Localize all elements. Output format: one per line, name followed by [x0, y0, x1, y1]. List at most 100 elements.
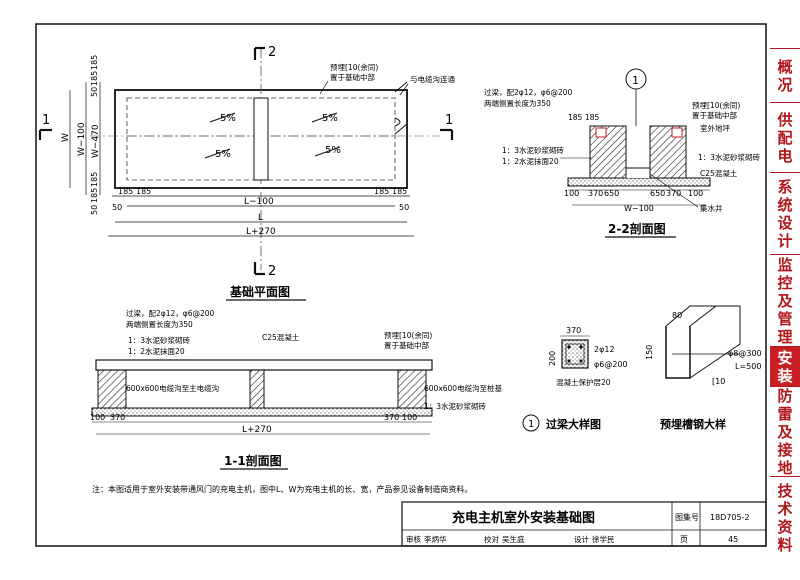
s22-left-wall: [589, 125, 627, 179]
channel-detail-title: 预埋槽钢大样: [660, 417, 726, 431]
chapter-tabs: 概况 供配电 系统设计 监控及管理 安装 防雷及接地 技术资料: [770, 48, 800, 558]
section-2-2: 1 过梁，配2φ12，φ6@200 两端侧置长度为350 185 185 预埋[…: [484, 68, 761, 238]
dim-left-w-470: W−470: [91, 124, 101, 158]
s11-dim: 100: [402, 413, 417, 422]
tab-label: 防雷及接地: [777, 386, 793, 477]
tab-label: 监控及管理: [777, 255, 793, 346]
s11-trench-l: 600x600电缆沟至主电缆沟: [126, 383, 219, 393]
s11-mortar2: 1：2水泥抹面20: [128, 346, 185, 356]
channel-dim-top: 80: [672, 311, 682, 320]
tab-lightning-protection[interactable]: 防雷及接地: [770, 386, 800, 477]
reviewer: 李炳华: [424, 534, 447, 544]
channel-dim-h: 150: [645, 345, 654, 360]
tab-power-supply[interactable]: 供配电: [770, 102, 800, 172]
s22-dim: 650: [650, 189, 665, 198]
s11-dim-l-270: L+270: [242, 425, 272, 435]
beam-rebar1: 2φ12: [594, 345, 615, 354]
s11-trench-r: 600x600电缆沟至桩基: [424, 383, 503, 393]
s22-dim: 370: [666, 189, 681, 198]
s11-top-line: [95, 359, 433, 371]
s22-dims-top: 185: [585, 113, 600, 122]
dim-bottom-185: 185: [392, 187, 407, 196]
tab-label: 供配电: [777, 110, 793, 165]
s11-beam-note2: 两端侧置长度为350: [126, 319, 193, 329]
s22-mortar-l1: 1：3水泥砂浆砌砖: [502, 145, 565, 155]
slope-label: 5%: [215, 149, 231, 160]
footnote: 注：本图适用于室外安装带通风门的充电主机，图中L、W为充电主机的长、宽，产品参见…: [92, 484, 472, 494]
tab-system-design[interactable]: 系统设计: [770, 172, 800, 254]
beam-rebar2: φ6@200: [594, 360, 628, 369]
section-mark-1-right: 1: [445, 113, 453, 128]
s22-steel-note2: 置于基础中部: [692, 110, 737, 120]
s11-mortar1: 1：3水泥砂浆砌砖: [128, 335, 191, 345]
slope-label: 5%: [220, 113, 236, 124]
s22-sump: 集水井: [700, 203, 723, 213]
drawing-title: 充电主机室外安装基础图: [452, 510, 595, 526]
s22-beam-note: 过梁，配2φ12，φ6@200: [484, 87, 573, 97]
plan-note-steel: 预埋[10(余同): [330, 62, 378, 72]
dim-bottom-50: 50: [399, 203, 409, 212]
beam-detail-circle: 1: [528, 419, 534, 430]
tab-technical-data[interactable]: 技术资料: [770, 476, 800, 558]
tab-label: 系统设计: [777, 177, 793, 250]
s22-concrete: C25混凝土: [700, 168, 738, 178]
page-label: 页: [680, 535, 688, 544]
beam-cover: 混凝土保护层20: [556, 377, 611, 387]
s11-dim: 370: [384, 413, 399, 422]
atlas-label: 图集号: [675, 512, 699, 522]
beam-dim-h: 200: [548, 351, 557, 366]
dim-bottom-l-270: L+270: [246, 227, 276, 237]
foundation-plan: 5% 5% 5% 5% 2 2 1 1 预埋[10(余同) 置于基础中部 与电缆…: [38, 45, 455, 301]
s11-dim: 100: [90, 413, 105, 422]
dim-left-50-bottom: 50: [90, 205, 99, 215]
title-block: 充电主机室外安装基础图 图集号 18D705-2 审核 李炳华 校对 吴生庭 设…: [401, 501, 767, 547]
slope-label: 5%: [325, 145, 341, 156]
slope-label: 5%: [322, 113, 338, 124]
beam-dim-w: 370: [566, 326, 581, 335]
s11-mortar-r: 1：3水泥砂浆砌砖: [424, 401, 487, 411]
dim-left-w-100: W−100: [77, 122, 87, 156]
tab-label: 概况: [777, 57, 793, 94]
sheet-frame: [35, 23, 767, 547]
section-mark-1-left: 1: [42, 113, 50, 128]
s22-dims-top: 185: [568, 113, 583, 122]
s22-dim-w-100: W−100: [624, 204, 654, 213]
dim-bottom-l: L: [258, 213, 263, 223]
dim-bottom-185: 185: [136, 187, 151, 196]
s22-base-slab: [567, 177, 711, 187]
s11-concrete: C25混凝土: [262, 332, 300, 342]
dim-left-w: W: [61, 133, 71, 142]
designer: 徐学民: [592, 534, 615, 544]
s11-right-wall: [397, 369, 427, 409]
section-1-1: 过梁，配2φ12，φ6@200 两端侧置长度为350 1：3水泥砂浆砌砖 1：2…: [90, 308, 503, 470]
dim-bottom-185: 185: [118, 187, 133, 196]
dim-left-185: 185: [90, 71, 99, 86]
s11-dim: 370: [110, 413, 125, 422]
s11-beam-note: 过梁，配2φ12，φ6@200: [126, 308, 215, 318]
s22-dim: 650: [604, 189, 619, 198]
dim-left-185: 185: [90, 172, 99, 187]
atlas-no: 18D705-2: [710, 513, 750, 522]
s22-beam-note2: 两端侧置长度为350: [484, 98, 551, 108]
beam-detail-ref: 1: [632, 74, 639, 87]
s22-steel-note: 预埋[10(余同): [692, 100, 740, 110]
s11-steel2: 置于基础中部: [384, 340, 429, 350]
s22-ext-note: 室外地坪: [700, 123, 730, 133]
tab-label: 安装: [777, 348, 793, 385]
review-label: 审核: [406, 534, 421, 544]
section-mark-2-bottom: 2: [268, 264, 276, 279]
s22-dim: 100: [688, 189, 703, 198]
plan-note-cable: 与电缆沟连通: [410, 74, 455, 84]
tab-monitoring[interactable]: 监控及管理: [770, 254, 800, 346]
plan-title: 基础平面图: [229, 284, 290, 299]
dim-left-185: 185: [90, 188, 99, 203]
tab-installation[interactable]: 安装: [770, 346, 800, 386]
dim-bottom-185: 185: [374, 187, 389, 196]
page-no: 45: [728, 535, 738, 544]
channel-detail: 80 150 φ8@300 L=500 [10 预埋槽钢大样: [645, 305, 762, 431]
tab-overview[interactable]: 概况: [770, 48, 800, 102]
s11-steel: 预埋[10(余同): [384, 330, 432, 340]
plan-note-steel2: 置于基础中部: [330, 72, 375, 82]
s11-title: 1-1剖面图: [224, 453, 282, 468]
